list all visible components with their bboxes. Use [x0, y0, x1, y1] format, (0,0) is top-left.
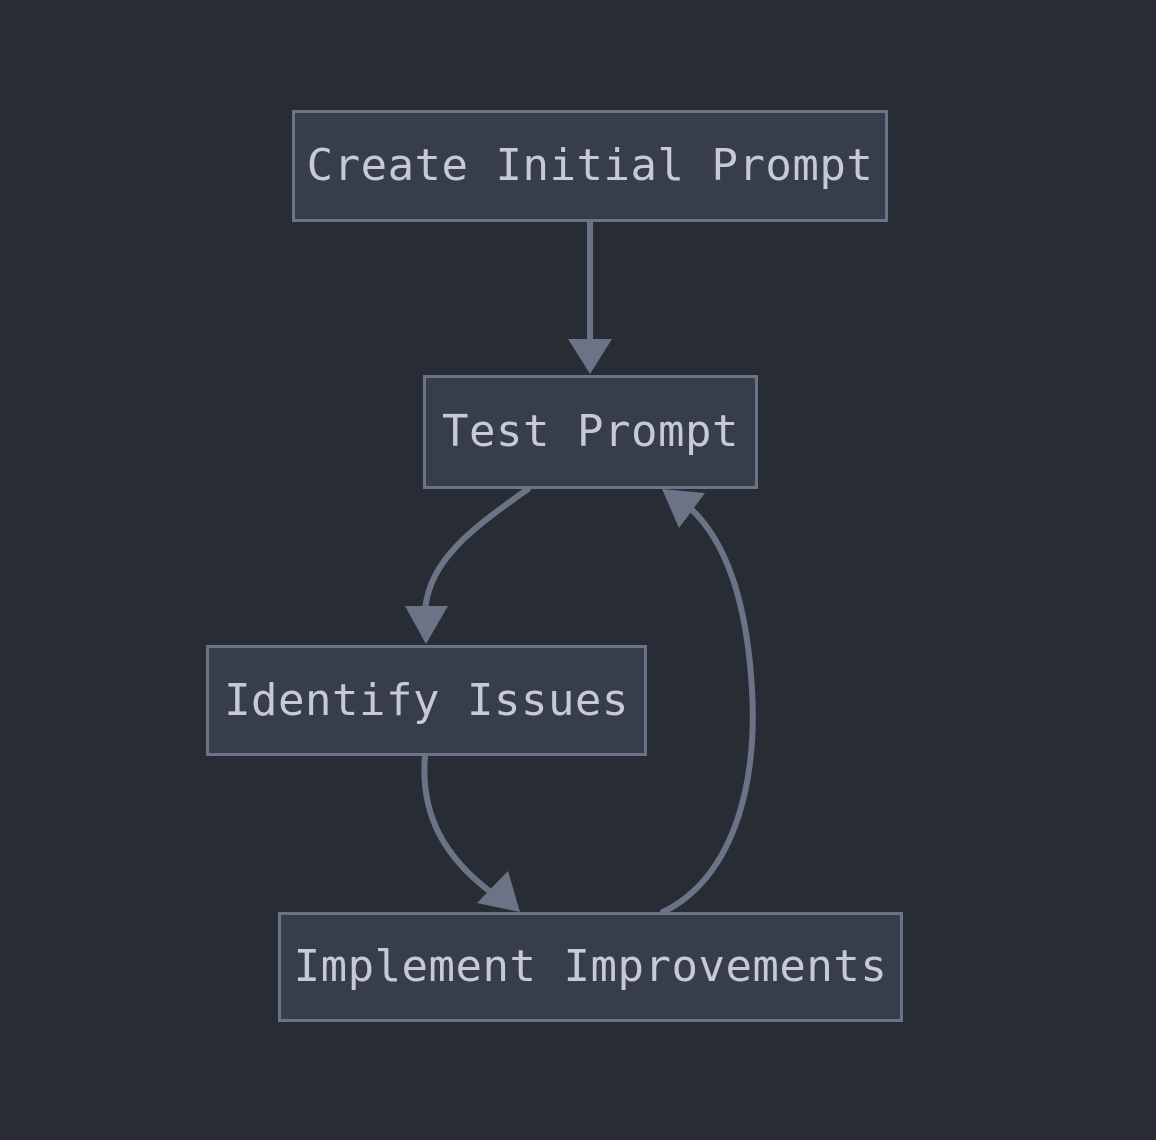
node-create-initial-prompt[interactable]: Create Initial Prompt	[292, 110, 888, 222]
arrowhead-triangle	[662, 489, 705, 528]
edge-line	[660, 505, 756, 915]
arrowhead-triangle	[477, 871, 520, 912]
node-test-prompt[interactable]: Test Prompt	[423, 375, 758, 489]
arrowhead-triangle	[568, 339, 612, 374]
edge-line	[422, 486, 531, 613]
edge-implement-improvements-to-test-prompt	[660, 489, 756, 915]
edge-line	[421, 753, 495, 896]
edge-create-initial-prompt-to-test-prompt	[568, 222, 612, 374]
node-identify-issues[interactable]: Identify Issues	[206, 645, 647, 756]
node-implement-improvements[interactable]: Implement Improvements	[278, 912, 903, 1022]
edge-test-prompt-to-identify-issues	[405, 486, 531, 644]
edge-identify-issues-to-implement-improvements	[421, 753, 520, 912]
node-label: Identify Issues	[224, 674, 629, 726]
node-label: Implement Improvements	[293, 941, 888, 992]
node-label: Create Initial Prompt	[306, 140, 874, 191]
arrowhead-triangle	[405, 606, 448, 644]
node-label: Test Prompt	[442, 406, 739, 457]
